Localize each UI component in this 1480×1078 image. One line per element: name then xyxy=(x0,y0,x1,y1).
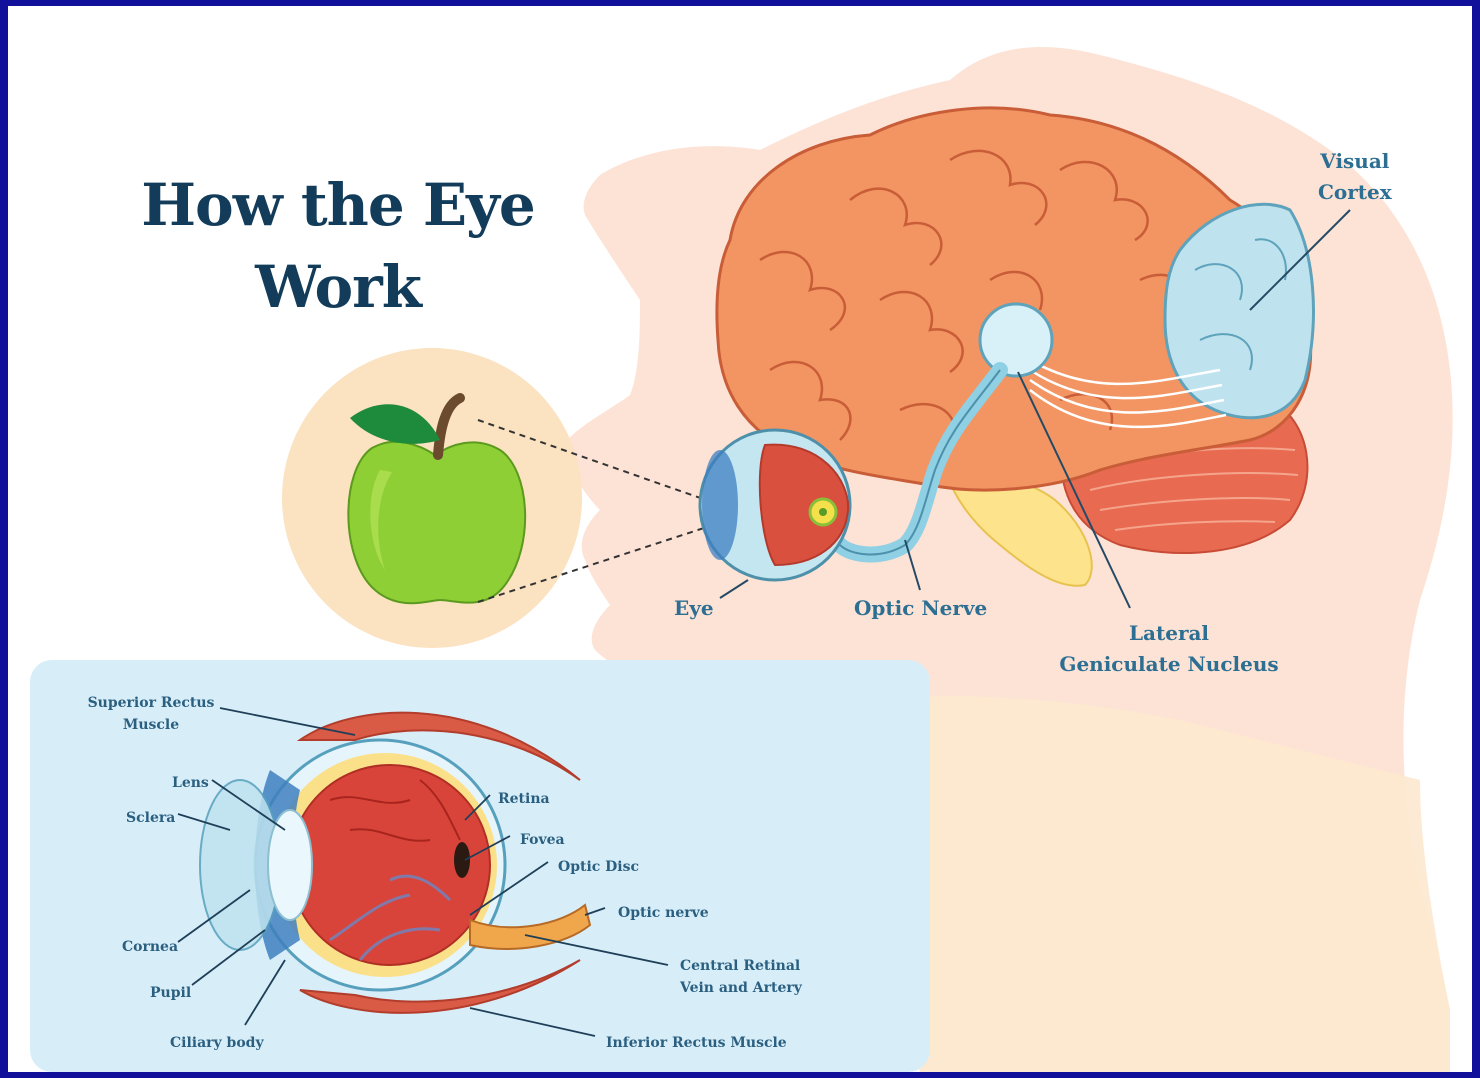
label-visual-cortex-line1: Visual xyxy=(1318,146,1392,177)
label-visual-cortex-line2: Cortex xyxy=(1318,177,1392,208)
title-line-2: Work xyxy=(118,246,558,328)
label-ciliary-body: Ciliary body xyxy=(170,1032,264,1054)
label-superior-rectus: Superior Rectus Muscle xyxy=(76,692,226,736)
label-superior-rectus-line1: Superior Rectus xyxy=(76,692,226,714)
label-central-retinal: Central Retinal Vein and Artery xyxy=(680,955,802,999)
label-visual-cortex: Visual Cortex xyxy=(1318,146,1392,208)
label-central-retinal-line1: Central Retinal xyxy=(680,955,802,977)
diagram-canvas: How the Eye Work Visual Cortex Eye Optic… xyxy=(8,6,1472,1072)
label-optic-nerve: Optic Nerve xyxy=(854,593,987,624)
small-eye xyxy=(700,430,850,580)
label-inset-optic-nerve: Optic nerve xyxy=(618,902,709,924)
label-optic-disc: Optic Disc xyxy=(558,856,639,878)
label-lens: Lens xyxy=(172,772,209,794)
lgn-node xyxy=(980,304,1052,376)
label-lgn-line1: Lateral xyxy=(1044,618,1294,649)
title-line-1: How the Eye xyxy=(118,164,558,246)
label-cornea: Cornea xyxy=(122,936,178,958)
label-superior-rectus-line2: Muscle xyxy=(76,714,226,736)
label-inferior-rectus: Inferior Rectus Muscle xyxy=(606,1032,787,1054)
page-title: How the Eye Work xyxy=(118,164,558,328)
label-lgn: Lateral Geniculate Nucleus xyxy=(1044,618,1294,680)
label-lgn-line2: Geniculate Nucleus xyxy=(1044,649,1294,680)
label-sclera: Sclera xyxy=(126,807,175,829)
label-fovea: Fovea xyxy=(520,829,565,851)
label-central-retinal-line2: Vein and Artery xyxy=(680,977,802,999)
label-eye: Eye xyxy=(674,593,714,624)
label-retina: Retina xyxy=(498,788,550,810)
label-pupil: Pupil xyxy=(150,982,191,1004)
